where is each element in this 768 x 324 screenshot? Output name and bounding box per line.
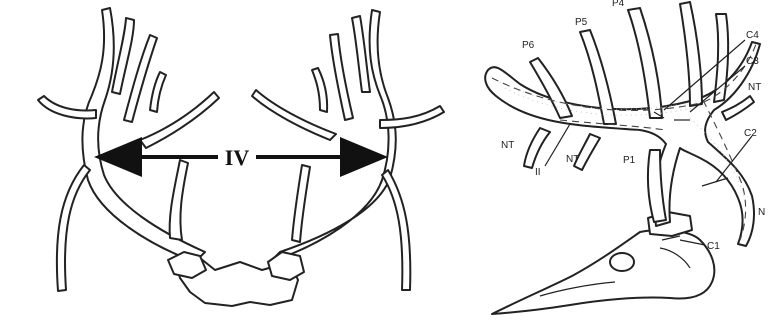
tine-nt-left (524, 128, 550, 168)
tine-p4 (628, 8, 662, 118)
label-p4: P4 (612, 0, 625, 9)
side-view-antler: P4 P5 P6 C4 C3 NT C2 NT NT P1 II N C1 (485, 0, 765, 314)
label-p6: P6 (522, 40, 535, 51)
label-c4: C4 (746, 30, 759, 41)
inside-spread-label: IV (225, 145, 250, 170)
label-p1: P1 (623, 155, 636, 166)
tine-right-top (714, 14, 728, 102)
tine-p3 (680, 2, 702, 106)
label-c2: C2 (744, 128, 757, 139)
label-p5: P5 (575, 17, 588, 28)
left-inner-tine (170, 160, 188, 240)
label-c1: C1 (707, 241, 720, 252)
right-tine-6 (312, 68, 327, 112)
left-tine-6 (150, 72, 166, 112)
left-main-beam (82, 8, 205, 262)
right-tine-2 (382, 170, 410, 290)
left-tine-2 (57, 165, 90, 291)
label-ii: II (535, 167, 541, 178)
eye-socket (610, 253, 634, 271)
c2-mark (702, 178, 728, 186)
label-nt-mid: NT (566, 154, 579, 165)
right-burr (268, 252, 304, 280)
label-n: N (758, 207, 765, 218)
skull (492, 230, 714, 314)
label-c3: C3 (746, 56, 759, 67)
right-tine-3 (352, 16, 370, 92)
right-tine-4 (330, 34, 353, 120)
left-burr (168, 252, 206, 278)
left-tine-3 (112, 18, 134, 94)
right-inner-tine (292, 165, 310, 242)
front-view-antlers: IV (38, 8, 444, 306)
label-nt-right: NT (748, 82, 761, 93)
label-nt-left: NT (501, 140, 514, 151)
